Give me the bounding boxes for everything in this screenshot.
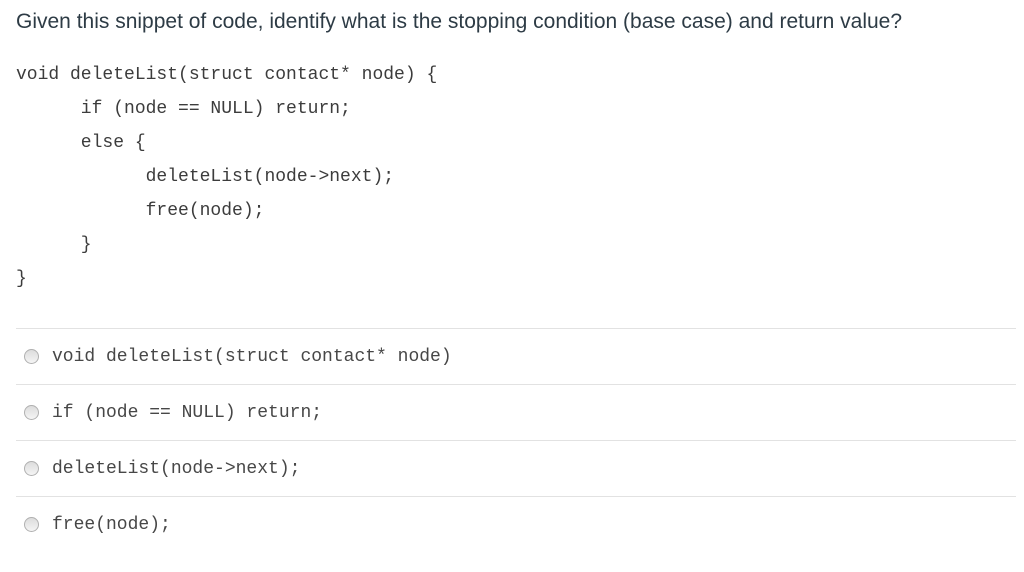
code-line: deleteList(node->next);	[16, 167, 395, 187]
code-snippet: void deleteList(struct contact* node) { …	[16, 58, 1008, 296]
quiz-question-page: Given this snippet of code, identify wha…	[0, 9, 1024, 572]
code-line: if (node == NULL) return;	[16, 99, 351, 119]
radio-button[interactable]	[24, 517, 39, 532]
answer-option-label: free(node);	[52, 514, 171, 535]
code-line: else {	[16, 133, 146, 153]
answer-option-3[interactable]: deleteList(node->next);	[16, 440, 1016, 496]
question-title: Given this snippet of code, identify wha…	[16, 10, 903, 33]
answer-option-label: if (node == NULL) return;	[52, 402, 323, 423]
answer-option-4[interactable]: free(node);	[16, 496, 1016, 552]
answer-option-1[interactable]: void deleteList(struct contact* node)	[16, 328, 1016, 384]
answer-option-label: void deleteList(struct contact* node)	[52, 346, 452, 367]
answer-option-label: deleteList(node->next);	[52, 458, 301, 479]
radio-button[interactable]	[24, 405, 39, 420]
code-line: }	[16, 235, 92, 255]
code-line: void deleteList(struct contact* node) {	[16, 65, 438, 85]
code-line: }	[16, 269, 27, 289]
answer-options: void deleteList(struct contact* node) if…	[16, 328, 1016, 552]
radio-button[interactable]	[24, 461, 39, 476]
answer-option-2[interactable]: if (node == NULL) return;	[16, 384, 1016, 440]
radio-button[interactable]	[24, 349, 39, 364]
code-line: free(node);	[16, 201, 265, 221]
